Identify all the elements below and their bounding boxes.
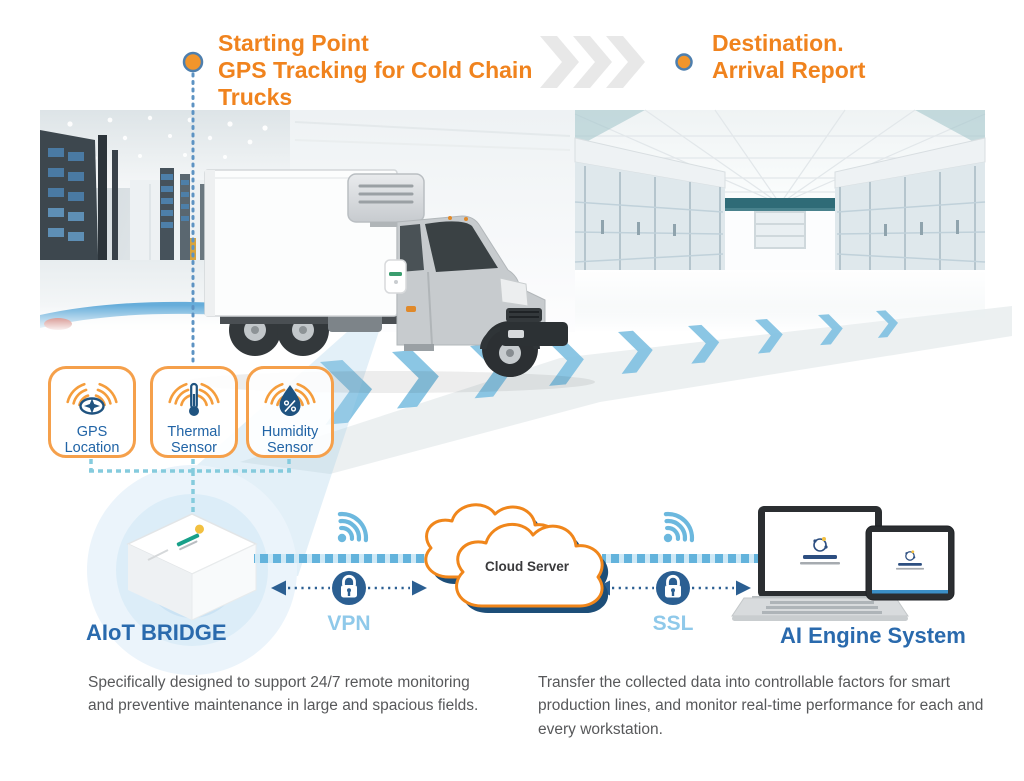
cold-chain-truck (185, 169, 595, 393)
ssl-label: SSL (652, 612, 694, 635)
bridge-label: AIoT BRIDGE (86, 620, 227, 645)
wifi-signal-icon (663, 511, 695, 543)
thermometer-wifi-icon (168, 382, 220, 416)
storage-racks (160, 168, 250, 264)
sensor-card-humidity: Humidity Sensor (246, 366, 334, 458)
humidity-drop-wifi-icon (264, 382, 316, 416)
start-title-line2: GPS Tracking for Cold Chain Trucks (218, 57, 533, 111)
data-link-band-left (254, 554, 426, 563)
ground-path (240, 306, 1012, 474)
ai-engine-devices (731, 506, 955, 621)
vpn-label: VPN (327, 612, 371, 635)
vpn-secure-link (271, 571, 427, 605)
flow-chevrons-icon (540, 36, 645, 88)
tablet (865, 525, 955, 601)
destination-title-line1: Destination. (712, 30, 844, 56)
wifi-signal-icon (337, 511, 369, 543)
cloud-server (424, 503, 609, 613)
destination-title-line2: Arrival Report (712, 57, 866, 84)
bridge-logo (176, 524, 204, 551)
sensor-label: Humidity Sensor (261, 424, 319, 457)
gps-compass-wifi-icon (66, 382, 118, 415)
data-link-band-right (602, 554, 758, 563)
start-title: Starting Point GPS Tracking for Cold Cha… (218, 30, 603, 111)
warehouse-photo (40, 110, 290, 332)
aiot-bridge-device (126, 513, 258, 621)
ai-engine-logo (800, 537, 840, 565)
sensor-label: GPS Location (64, 424, 120, 457)
destination-dot (675, 53, 693, 71)
start-point-dot (182, 51, 204, 73)
start-title-line1: Starting Point (218, 30, 369, 56)
bridge-description: Specifically designed to support 24/7 re… (88, 674, 479, 715)
refrigeration-unit-icon (347, 173, 425, 227)
truck-cab (396, 215, 568, 377)
ai-engine-logo (896, 550, 924, 570)
store-aisle-photo (574, 109, 986, 332)
padlock-icon (332, 571, 366, 605)
ai-engine-description: Transfer the collected data into control… (538, 674, 984, 738)
destination-title: Destination. Arrival Report (712, 30, 982, 84)
ssl-secure-link (595, 571, 751, 605)
ai-engine-label: AI Engine System (780, 623, 966, 648)
truck-telematics-device (384, 259, 407, 294)
sensor-label: Thermal Sensor (167, 424, 221, 457)
center-gondola (754, 211, 806, 249)
padlock-icon (656, 571, 690, 605)
cloud-server-label: Cloud Server (484, 559, 570, 574)
sensor-card-gps: GPS Location (48, 366, 136, 458)
sensor-card-thermal: Thermal Sensor (150, 366, 238, 458)
